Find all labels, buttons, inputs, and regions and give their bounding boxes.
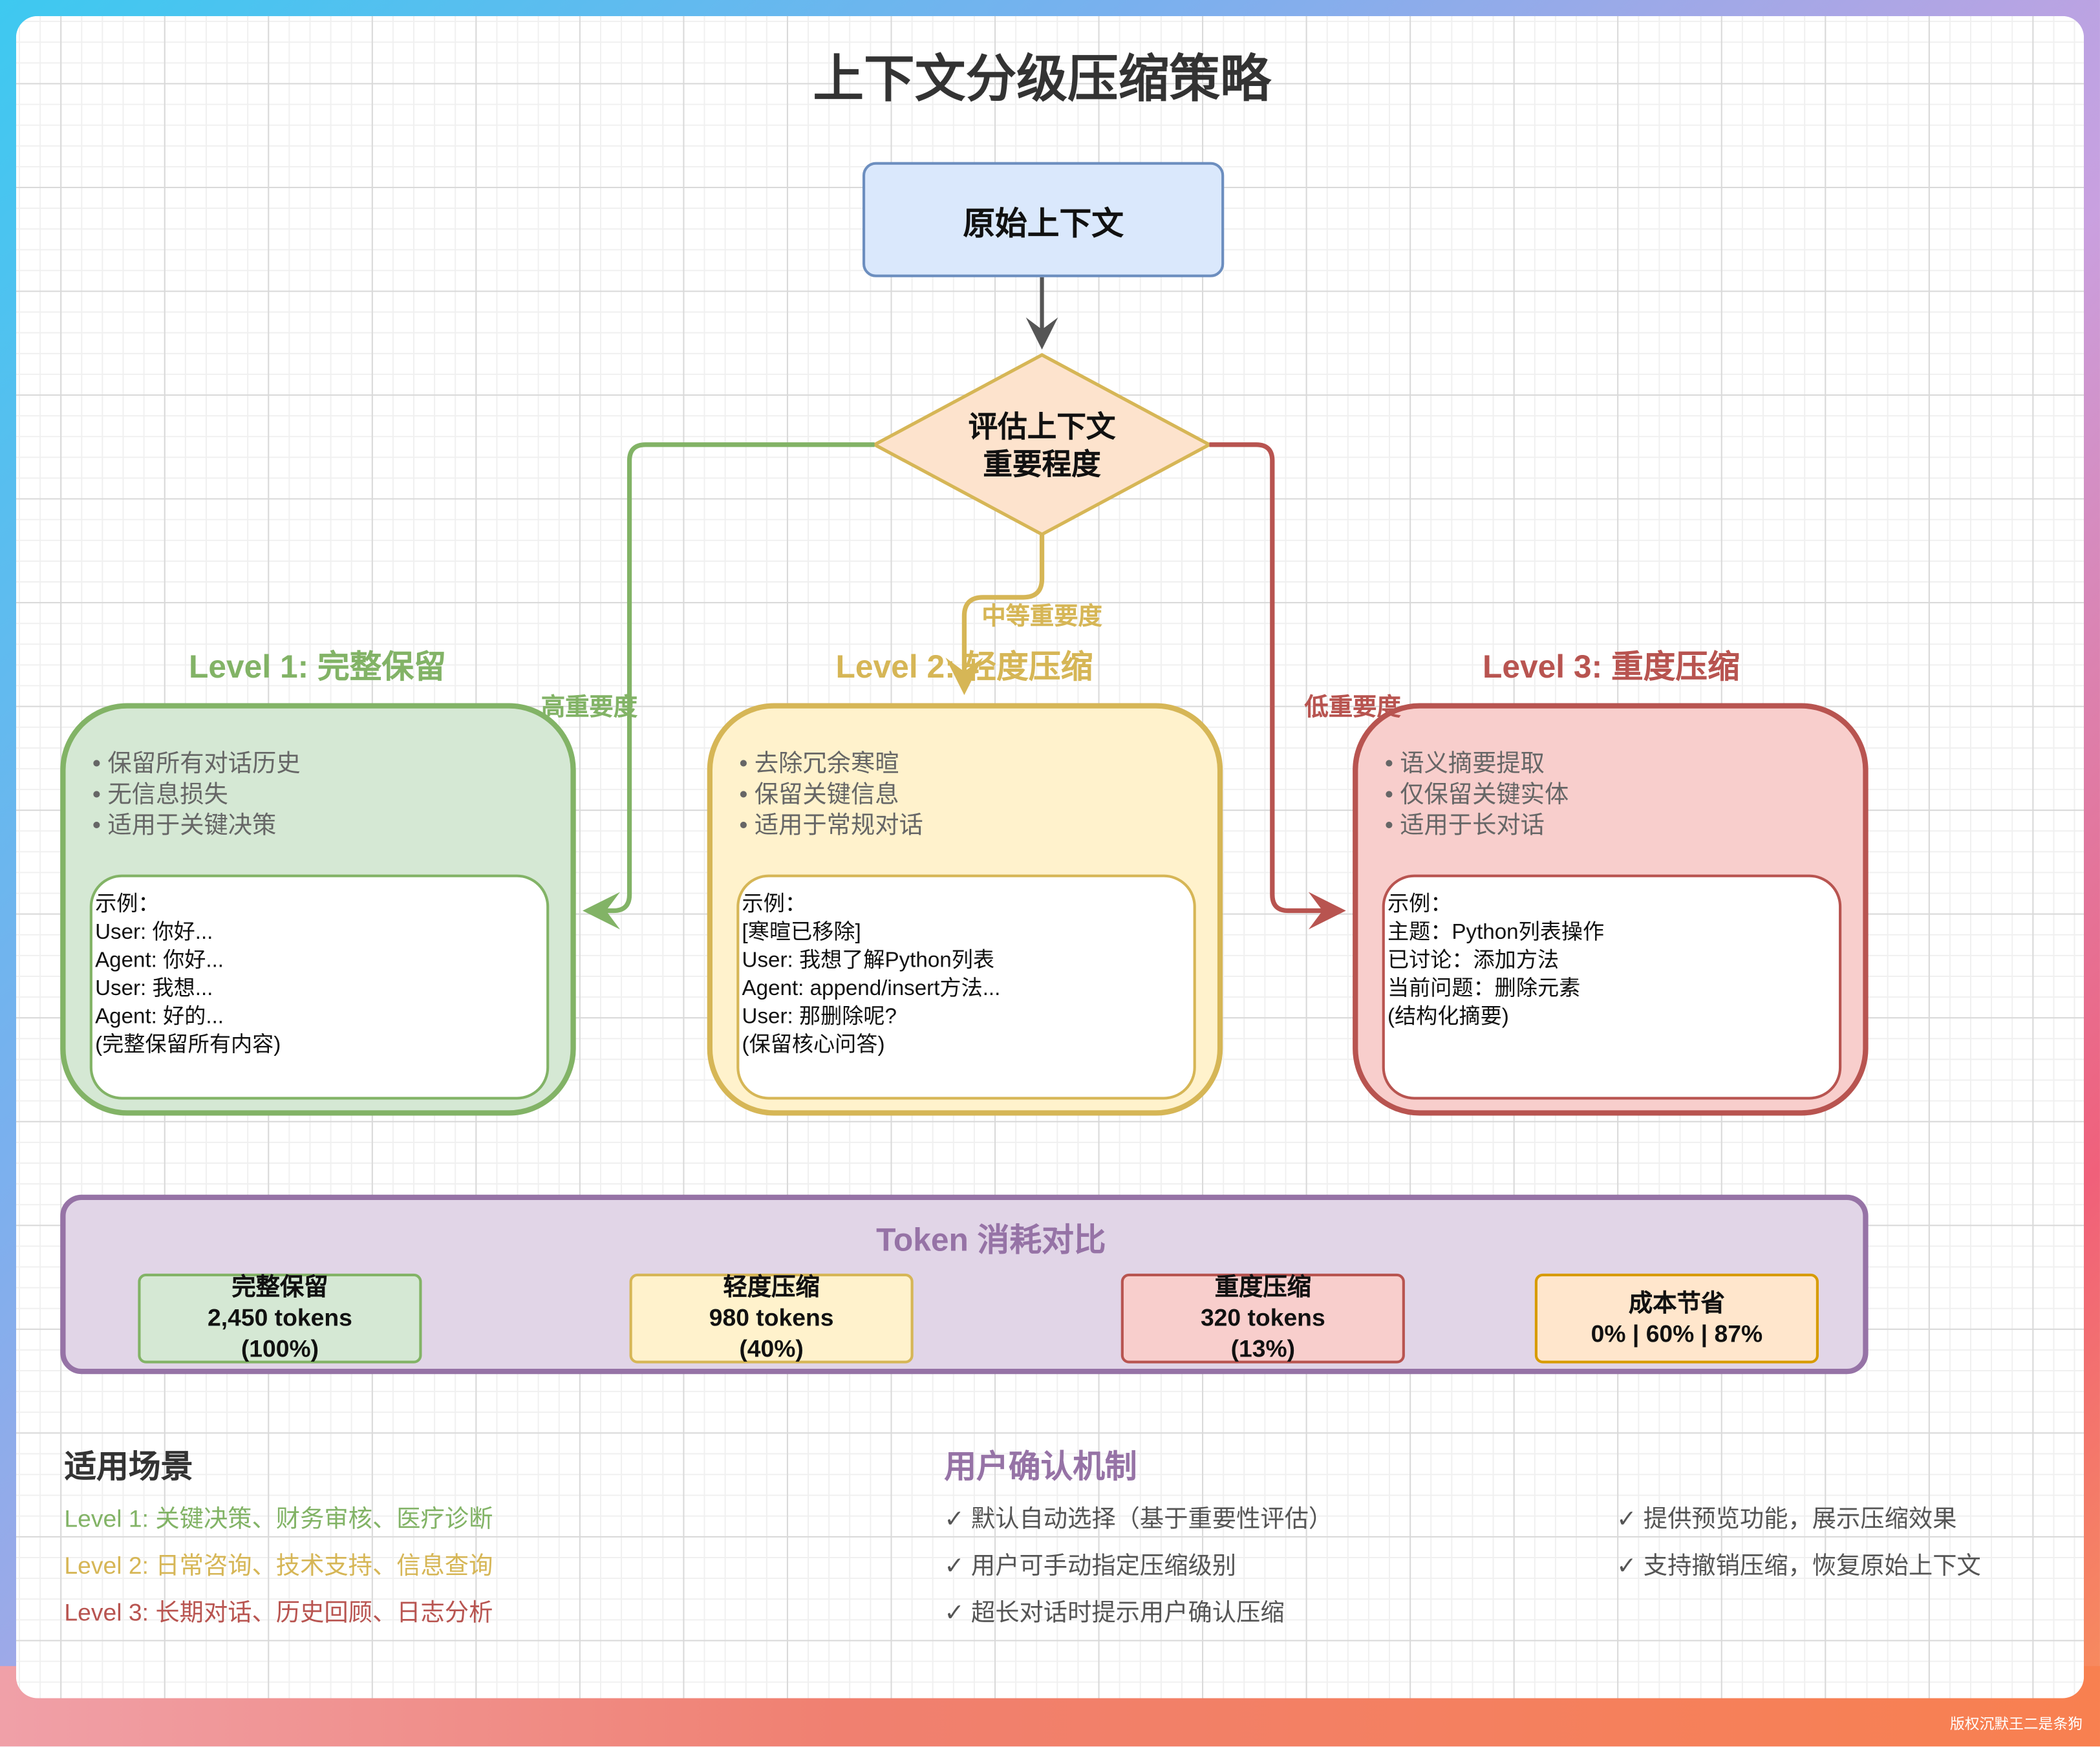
example-line: (完整保留所有内容) [95,1034,281,1057]
level-2-example: 示例： [寒暄已移除] User: 我想了解Python列表 Agent: appen… [736,874,1196,1100]
example-line: 当前问题：删除元素 [1387,978,1581,1001]
decision-line-1: 评估上下文 [968,409,1116,444]
token-box-light: 轻度压缩 980 tokens (40%) [629,1273,914,1364]
level-3-title: Level 3: 重度压缩 [1482,649,1740,686]
bullet: • 仅保留关键实体 [1384,780,1569,808]
confirm-item: ✓ 提供预览功能，展示压缩效果 [1616,1505,1957,1532]
confirm-item: ✓ 超长对话时提示用户确认压缩 [944,1599,1285,1626]
token-panel-title: Token 消耗对比 [876,1223,1106,1259]
example-line: Agent: append/insert方法... [742,978,1001,1001]
decision-line-2: 重要程度 [983,447,1101,481]
level-2-title: Level 2: 轻度压缩 [835,649,1093,686]
scenario-level-1: Level 1: 关键决策、财务审核、医疗诊断 [64,1505,493,1532]
example-line: User: 我想了解Python列表 [742,949,995,972]
scenario-level-3: Level 3: 长期对话、历史回顾、日志分析 [64,1599,493,1626]
example-line: Agent: 好的... [95,1005,224,1029]
level-3-box: • 语义摘要提取 • 仅保留关键实体 • 适用于长对话 示例： 主题：Python列表… [1353,703,1869,1116]
example-line: 示例： [742,893,807,916]
bullet: • 适用于长对话 [1384,811,1545,839]
page-title: 上下文分级压缩策略 [813,52,1271,109]
token-count: 2,450 tokens [208,1304,352,1331]
example-line: 已讨论：添加方法 [1387,949,1559,972]
bullet: • 保留所有对话历史 [92,749,301,777]
token-count: 980 tokens [709,1304,834,1331]
example-line: (保留核心问答) [742,1034,885,1057]
confirm-item: ✓ 默认自动选择（基于重要性评估） [944,1505,1333,1532]
example-line: Agent: 你好... [95,949,224,972]
scenario-level-2: Level 2: 日常咨询、技术支持、信息查询 [64,1552,493,1580]
confirm-item: ✓ 支持撤销压缩，恢复原始上下文 [1616,1552,1981,1580]
confirm-item: ✓ 用户可手动指定压缩级别 [944,1552,1237,1580]
arrow-high [583,442,875,930]
level-1-box: • 保留所有对话历史 • 无信息损失 • 适用于关键决策 示例： User: 你好..… [60,703,576,1116]
bullet: • 无信息损失 [92,780,228,808]
example-line: (结构化摘要) [1387,1005,1509,1029]
token-pct: (40%) [739,1335,804,1362]
example-line: User: 我想... [95,978,213,1001]
watermark: 版权沉默王二是条狗 [1949,1717,2083,1733]
token-count: 320 tokens [1200,1304,1325,1331]
bullet: • 保留关键信息 [739,780,899,808]
example-line: 主题：Python列表操作 [1387,921,1605,945]
edge-label-low: 低重要度 [1304,693,1401,721]
example-line: User: 你好... [95,921,213,945]
level-1-title: Level 1: 完整保留 [189,649,446,686]
token-box-heavy: 重度压缩 320 tokens (13%) [1120,1273,1405,1364]
bullet: • 语义摘要提取 [1384,749,1545,777]
edge-label-medium: 中等重要度 [981,603,1102,630]
scenarios-title: 适用场景 [64,1449,193,1486]
token-savings: 0% | 60% | 87% [1591,1320,1763,1347]
example-line: User: 那删除呢? [742,1005,897,1029]
token-box-full: 完整保留 2,450 tokens (100%) [138,1273,422,1364]
token-name: 轻度压缩 [723,1273,820,1301]
token-name: 重度压缩 [1214,1273,1311,1301]
bullet: • 去除冗余寒暄 [739,749,899,777]
bullet: • 适用于关键决策 [92,811,277,839]
token-pct: (13%) [1230,1335,1296,1362]
decision-label: 评估上下文 重要程度 [969,409,1116,484]
level-3-example: 示例： 主题：Python列表操作已讨论：添加方法当前问题：删除元素 (结构化摘要) [1382,874,1842,1100]
confirm-title: 用户确认机制 [944,1449,1137,1486]
level-2-box: • 去除冗余寒暄 • 保留关键信息 • 适用于常规对话 示例： [寒暄已移除] User… [707,703,1223,1116]
start-node: 原始上下文 [862,162,1225,277]
example-line: 示例： [1387,893,1452,916]
token-pct: (100%) [241,1335,319,1362]
bullet: • 适用于常规对话 [739,811,923,839]
edge-label-high: 高重要度 [541,693,638,721]
example-line: [寒暄已移除] [742,921,861,945]
token-name: 成本节省 [1628,1289,1725,1316]
token-name: 完整保留 [231,1273,328,1301]
token-box-savings: 成本节省 0% | 60% | 87% [1534,1273,1819,1364]
example-line: 示例： [95,893,160,916]
arrow-low [1209,442,1346,930]
arrow-medium [945,534,1045,696]
level-1-example: 示例： User: 你好... Agent: 你好... User: 我想... Age… [89,874,550,1100]
